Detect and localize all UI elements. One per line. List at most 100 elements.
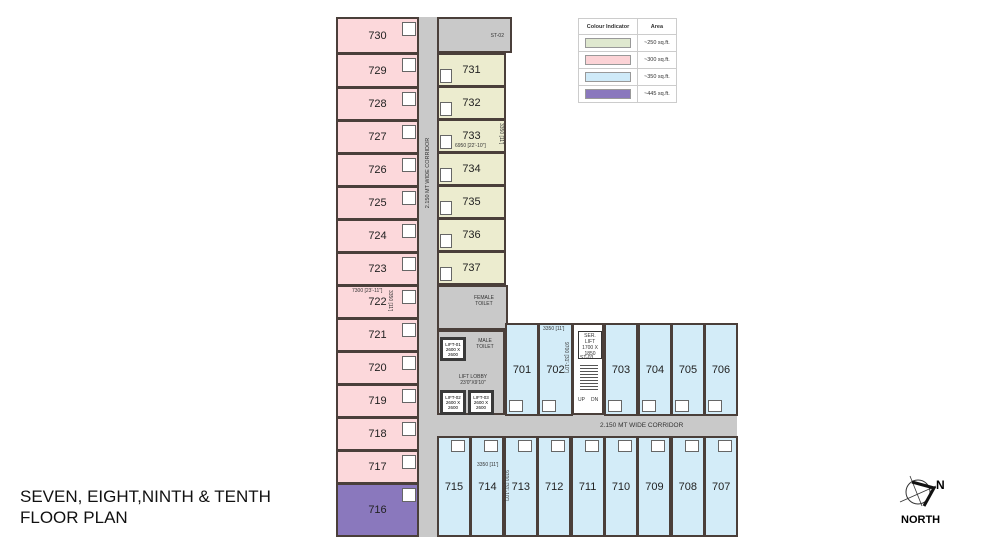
lift-lobby-label: LIFT LOBBY 23'0"X9'10" [458,374,488,386]
male-toilet-label: MALE TOILET [476,338,494,350]
bathroom [440,102,452,116]
bathroom [651,440,666,452]
bathroom [684,440,699,452]
dimension-714-height: 9700 [31'-10"] [503,470,509,501]
bathroom [708,400,722,412]
unit-number: 737 [462,262,481,274]
plan-title: SEVEN, EIGHT,NINTH & TENTH FLOOR PLAN [20,486,271,528]
bathroom [402,422,416,436]
unit-732: 732 [437,86,506,120]
compass-icon [899,475,937,507]
legend-header-area: Area [637,18,677,35]
unit-number: 728 [368,98,387,110]
unit-731: 731 [437,53,506,87]
dimension-733-height: 3350 [11'] [498,123,504,145]
legend-swatch [585,38,631,48]
stair-treads [580,363,598,391]
unit-number: 712 [545,480,564,493]
unit-702: 702 [538,323,573,416]
unit-number: 721 [368,329,387,341]
unit-number: 729 [368,64,387,77]
bathroom [584,440,599,452]
unit-703: 703 [604,323,638,416]
unit-707: 707 [704,436,739,537]
unit-719: 719 [336,384,419,418]
unit-number: 735 [462,196,481,208]
unit-number: 706 [711,363,731,376]
bathroom [440,135,452,149]
bathroom [402,58,416,72]
bathroom [402,290,416,304]
bathroom [440,201,452,215]
unit-number: 720 [368,362,387,374]
unit-737: 737 [437,251,506,285]
corridor-horizontal-label: 2.150 MT WIDE CORRIDOR [600,422,684,429]
legend-area: ~350 sq.ft. [637,68,677,86]
bathroom [402,92,416,106]
north-label: NORTH [901,514,941,526]
unit-number: 715 [444,480,464,493]
north-indicator: N NORTH [896,474,956,530]
bathroom [675,400,689,412]
unit-723: 723 [336,252,419,286]
unit-713: 713 [503,436,538,537]
unit-704: 704 [638,323,672,416]
toilet-block: FEMALE TOILET [437,285,508,330]
corridor-vertical-label: 2.150 MT WIDE CORRIDOR [425,137,431,209]
bathroom [402,323,416,337]
legend-swatch [585,55,631,65]
unit-number: 718 [368,428,387,440]
unit-number: 717 [368,461,387,473]
bathroom [509,400,523,412]
bathroom [608,400,622,412]
dimension-702-height: 9700 [31'-10"] [563,342,569,373]
unit-number: 727 [368,131,387,143]
lift-02: LIFT-02 2600 X 2600 [440,390,466,415]
unit-number: 713 [511,480,530,493]
dimension-714-width: 3350 [11'] [477,462,499,468]
unit-number: 710 [611,480,631,493]
unit-714: 714 [470,436,505,537]
bathroom [402,488,416,502]
unit-706: 706 [704,323,738,416]
dimension-722-width: 7300 [23'-11"] [352,288,383,294]
unit-number: 702 [546,363,565,376]
unit-number: 704 [645,363,665,376]
unit-712: 712 [537,436,572,537]
unit-701: 701 [505,323,539,416]
unit-734: 734 [437,152,506,186]
unit-number: 703 [611,363,631,376]
bathroom [642,400,656,412]
unit-718: 718 [336,417,419,451]
unit-705: 705 [671,323,705,416]
unit-726: 726 [336,153,419,187]
bathroom [484,440,499,452]
bathroom [402,158,416,172]
legend-swatch [585,89,631,99]
legend-header-colour: Colour Indicator [578,18,638,35]
stair-up-label: UP [578,397,585,403]
legend-area: ~250 sq.ft. [637,34,677,52]
unit-number: 736 [462,229,481,241]
unit-711: 711 [570,436,605,537]
unit-721: 721 [336,318,419,352]
unit-number: 730 [368,29,387,42]
bathroom [440,69,452,83]
unit-number: 709 [645,480,664,493]
bathroom [402,389,416,403]
bathroom [402,191,416,205]
bathroom [542,400,556,412]
unit-number: 722 [368,296,387,308]
stair-st02: ST-02 [437,17,512,53]
unit-number: 707 [712,480,731,493]
legend-area: ~445 sq.ft. [637,85,677,103]
unit-727: 727 [336,120,419,154]
north-letter: N [936,478,945,492]
bathroom [402,356,416,370]
bathroom [451,440,465,452]
unit-number: 716 [368,504,387,516]
lift-01: LIFT-01 2600 X 2600 [440,337,466,361]
dimension-702-width: 3350 [11'] [543,326,565,332]
unit-number: 701 [512,363,532,376]
